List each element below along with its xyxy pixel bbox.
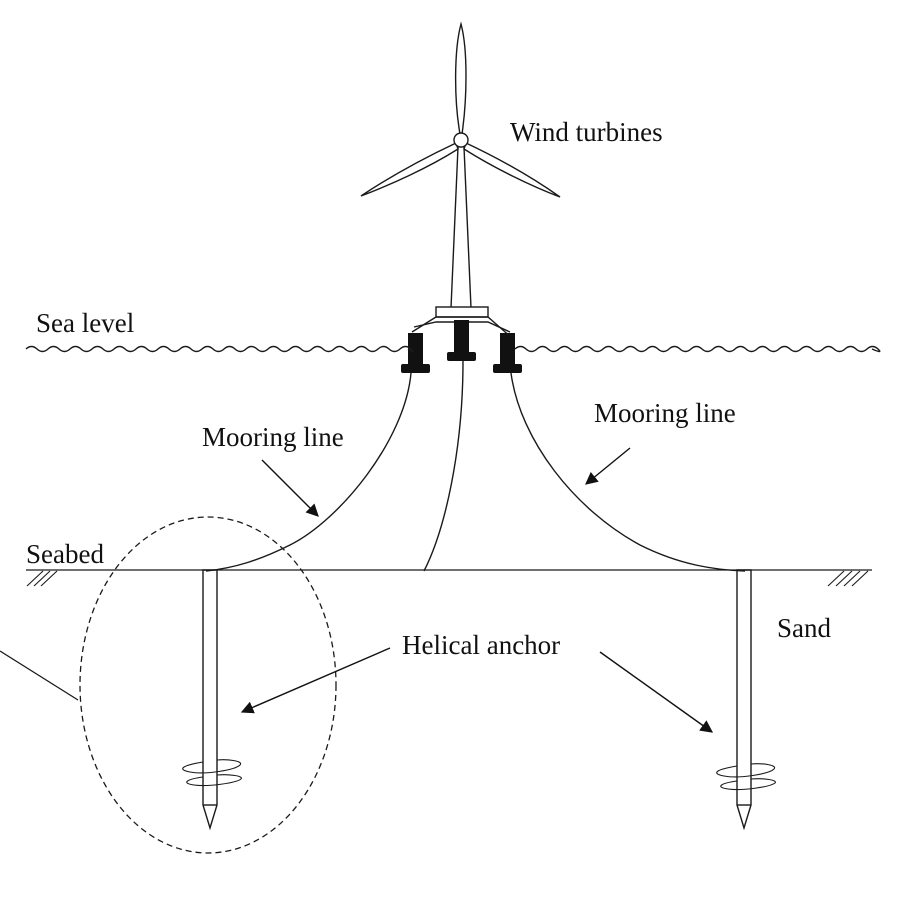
helix-plate-right	[716, 763, 776, 778]
turbine-blade-up	[454, 21, 467, 135]
helix-plate-left	[182, 759, 242, 774]
pontoon-base-center	[447, 352, 476, 361]
wind-turbine	[360, 21, 561, 318]
mooring-line-center	[423, 360, 464, 572]
ground-hatch-left-icon	[26, 570, 58, 587]
arrow-helical-anchor-right	[599, 651, 714, 733]
pontoon-column-center	[454, 320, 469, 353]
detail-callout-ellipse	[79, 516, 337, 854]
label-mooring-line-left: Mooring line	[202, 422, 344, 452]
label-seabed: Seabed	[26, 539, 104, 569]
label-sand: Sand	[777, 613, 832, 643]
label-sea-level: Sea level	[36, 308, 134, 338]
pontoon-base-right	[493, 364, 522, 373]
mooring-line-left	[205, 372, 412, 572]
label-mooring-line-right: Mooring line	[594, 398, 736, 428]
arrow-mooring-line-right	[585, 447, 631, 485]
mooring-line-right	[510, 372, 746, 572]
sea-surface-left	[25, 345, 414, 353]
turbine-blade-right	[463, 142, 561, 198]
turbine-platform	[435, 306, 489, 318]
floating-platform	[401, 316, 522, 373]
helical-anchor-left	[182, 569, 242, 831]
label-wind-turbines: Wind turbines	[510, 117, 663, 147]
sea-surface-right	[514, 345, 881, 353]
pontoon-base-left	[401, 364, 430, 373]
arrow-helical-anchor-left	[240, 647, 391, 714]
arrow-mooring-line-left	[261, 459, 319, 517]
turbine-blade-left	[360, 142, 459, 197]
label-helical-anchor: Helical anchor	[402, 630, 560, 660]
pontoon-column-left	[408, 333, 423, 366]
turbine-tower	[450, 146, 472, 309]
ground-hatch-right-icon	[827, 570, 869, 587]
helical-anchor-right	[716, 569, 776, 831]
callout-leader-line	[0, 650, 79, 701]
turbine-hub	[453, 132, 469, 148]
pontoon-column-right	[500, 333, 515, 366]
